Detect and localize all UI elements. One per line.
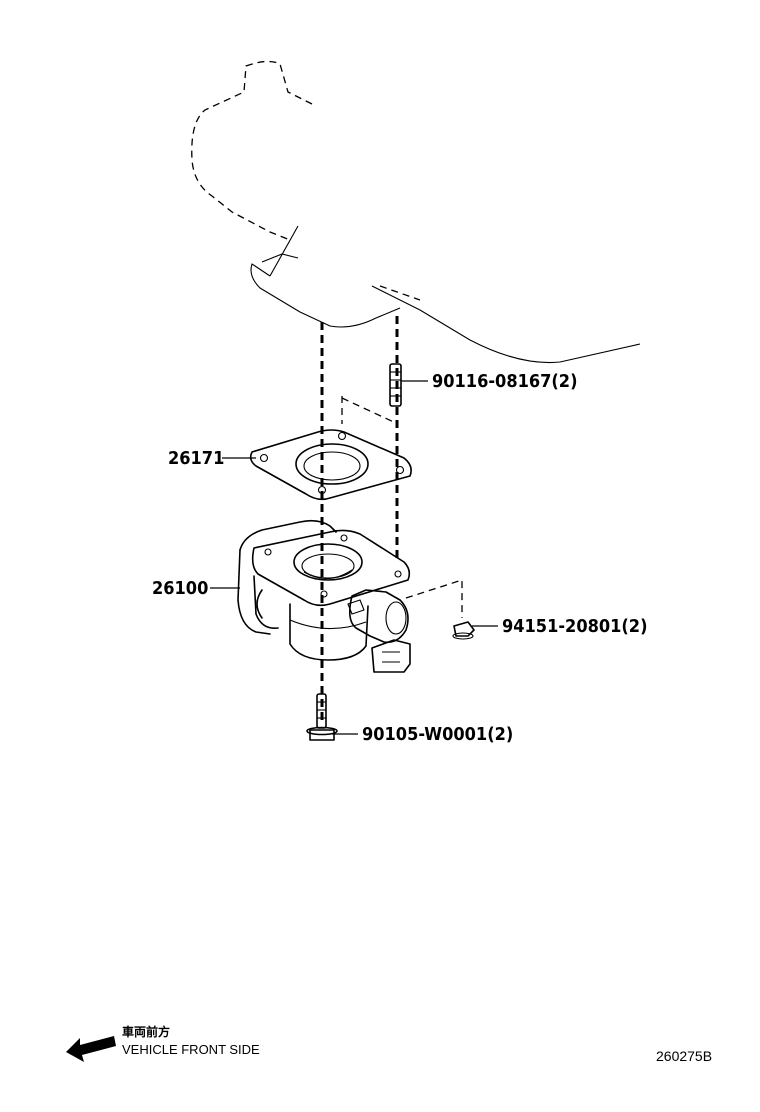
orientation-label-en: VEHICLE FRONT SIDE: [122, 1042, 260, 1057]
part-label-throttle-body: 26100: [152, 578, 208, 599]
stud-bolt: [389, 363, 402, 407]
throttle-body: [237, 519, 411, 673]
orientation-label-jp: 車両前方: [122, 1024, 170, 1039]
gasket: [249, 429, 412, 501]
intake-manifold-outline: [191, 60, 641, 364]
leader-lines: [210, 380, 498, 735]
part-label-nut: 94151-20801(2): [502, 616, 647, 637]
figure-code: 260275B: [656, 1048, 712, 1064]
vehicle-front-arrow-icon: [66, 1036, 116, 1062]
flange-nut: [452, 621, 475, 640]
part-label-bolt: 90105-W0001(2): [362, 724, 513, 745]
part-label-stud: 90116-08167(2): [432, 371, 577, 392]
assembly-lines: [320, 316, 463, 720]
part-label-gasket: 26171: [168, 448, 224, 469]
